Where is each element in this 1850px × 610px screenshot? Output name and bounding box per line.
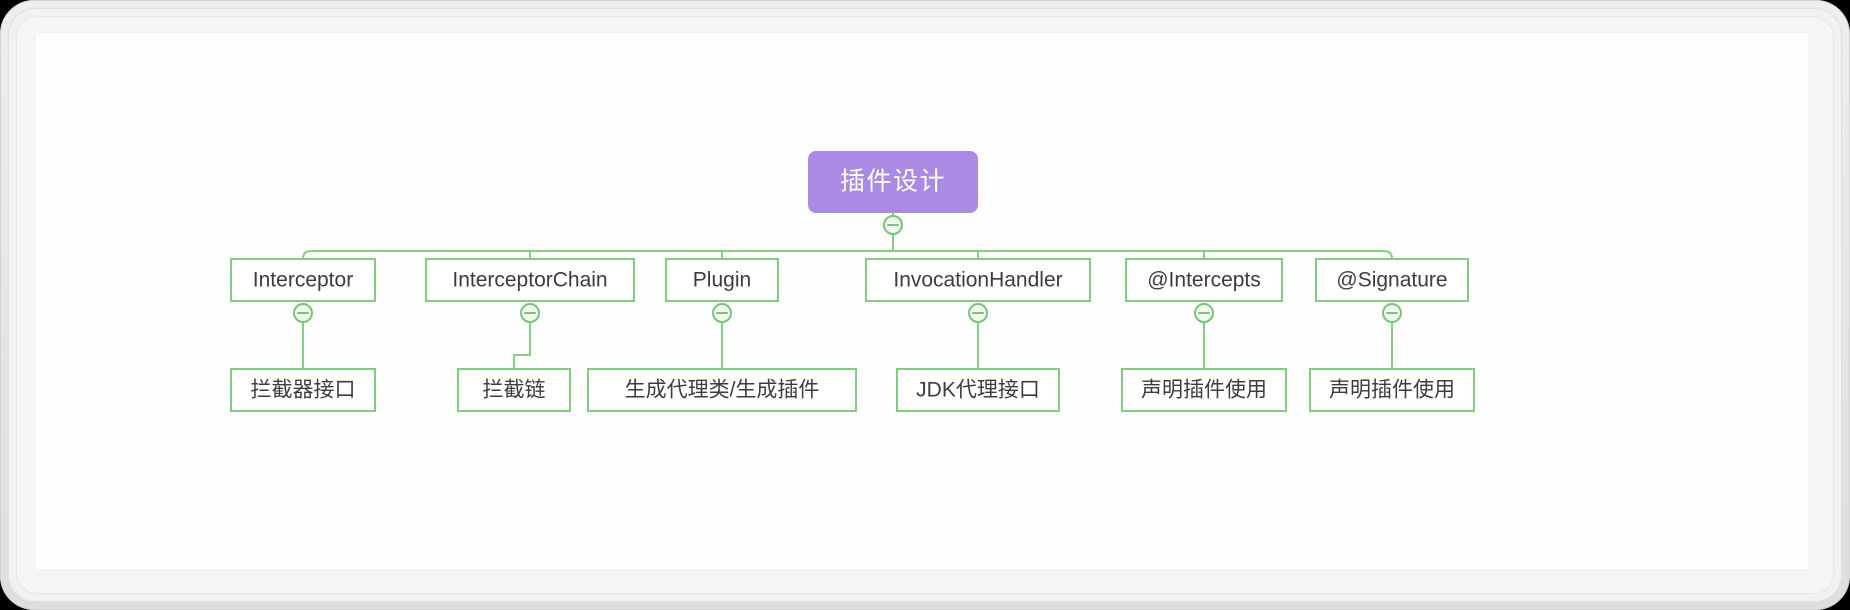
leaf-node[interactable]: 声明插件使用 bbox=[1121, 368, 1287, 412]
branch-node-label: @Intercepts bbox=[1147, 269, 1261, 292]
branch-node[interactable]: @Signature bbox=[1315, 258, 1469, 302]
leaf-node-label: 声明插件使用 bbox=[1329, 379, 1455, 402]
branch-node[interactable]: InvocationHandler bbox=[865, 258, 1091, 302]
collapse-toggle-icon[interactable] bbox=[1382, 303, 1402, 323]
mindmap-canvas[interactable]: 插件设计 Interceptor 拦截器接口 InterceptorChain 拦截链 P… bbox=[36, 33, 1808, 569]
leaf-node-box[interactable] bbox=[1309, 368, 1475, 412]
branch-node-label: @Signature bbox=[1336, 269, 1447, 292]
collapse-toggle-icon[interactable] bbox=[712, 303, 732, 323]
leaf-node[interactable]: 生成代理类/生成插件 bbox=[587, 368, 857, 412]
leaf-node[interactable]: JDK代理接口 bbox=[896, 368, 1060, 412]
leaf-node-box[interactable] bbox=[457, 368, 571, 412]
mindmap-svg: 插件设计 Interceptor 拦截器接口 InterceptorChain 拦截链 P… bbox=[230, 151, 1475, 412]
branch-node-box[interactable] bbox=[1125, 258, 1283, 302]
branch-node-label: InvocationHandler bbox=[893, 269, 1062, 292]
branch-node[interactable]: Plugin bbox=[665, 258, 779, 302]
leaf-node-label: 声明插件使用 bbox=[1141, 379, 1267, 402]
root-node[interactable]: 插件设计 bbox=[808, 151, 978, 213]
branch-node[interactable]: Interceptor bbox=[230, 258, 376, 302]
collapse-toggle-icon[interactable] bbox=[968, 303, 988, 323]
leaf-node-label: JDK代理接口 bbox=[916, 379, 1040, 402]
branch-node[interactable]: @Intercepts bbox=[1125, 258, 1283, 302]
leaf-node-label: 生成代理类/生成插件 bbox=[625, 379, 820, 402]
collapse-toggle-icon[interactable] bbox=[293, 303, 313, 323]
leaf-node-box[interactable] bbox=[1121, 368, 1287, 412]
branch-node-label: Interceptor bbox=[253, 269, 353, 292]
branch-node-box[interactable] bbox=[865, 258, 1091, 302]
branch-node-box[interactable] bbox=[1315, 258, 1469, 302]
branch-node-box[interactable] bbox=[425, 258, 635, 302]
leaf-node-label: 拦截器接口 bbox=[251, 379, 356, 402]
nodes-layer: 插件设计 Interceptor 拦截器接口 InterceptorChain 拦截链 P… bbox=[230, 151, 1475, 412]
leaf-node[interactable]: 声明插件使用 bbox=[1309, 368, 1475, 412]
leaf-node[interactable]: 拦截链 bbox=[457, 368, 571, 412]
collapse-toggle-icon[interactable] bbox=[1194, 303, 1214, 323]
leaf-node-box[interactable] bbox=[230, 368, 376, 412]
collapse-toggle-icon[interactable] bbox=[883, 215, 903, 235]
leaf-node-box[interactable] bbox=[587, 368, 857, 412]
collapse-toggle-icon[interactable] bbox=[520, 303, 540, 323]
toggles-layer bbox=[293, 215, 1402, 323]
leaf-connector-edge bbox=[513, 322, 531, 369]
leaf-node[interactable]: 拦截器接口 bbox=[230, 368, 376, 412]
branch-node-label: InterceptorChain bbox=[452, 269, 607, 292]
branch-bus-edge bbox=[302, 250, 1393, 299]
branch-node[interactable]: InterceptorChain bbox=[425, 258, 635, 302]
leaf-node-label: 拦截链 bbox=[483, 379, 546, 402]
leaf-node-box[interactable] bbox=[896, 368, 1060, 412]
branch-node-box[interactable] bbox=[665, 258, 779, 302]
root-node-label: 插件设计 bbox=[840, 168, 946, 196]
branch-node-label: Plugin bbox=[693, 269, 751, 292]
root-node-box[interactable] bbox=[808, 151, 978, 213]
branch-node-box[interactable] bbox=[230, 258, 376, 302]
